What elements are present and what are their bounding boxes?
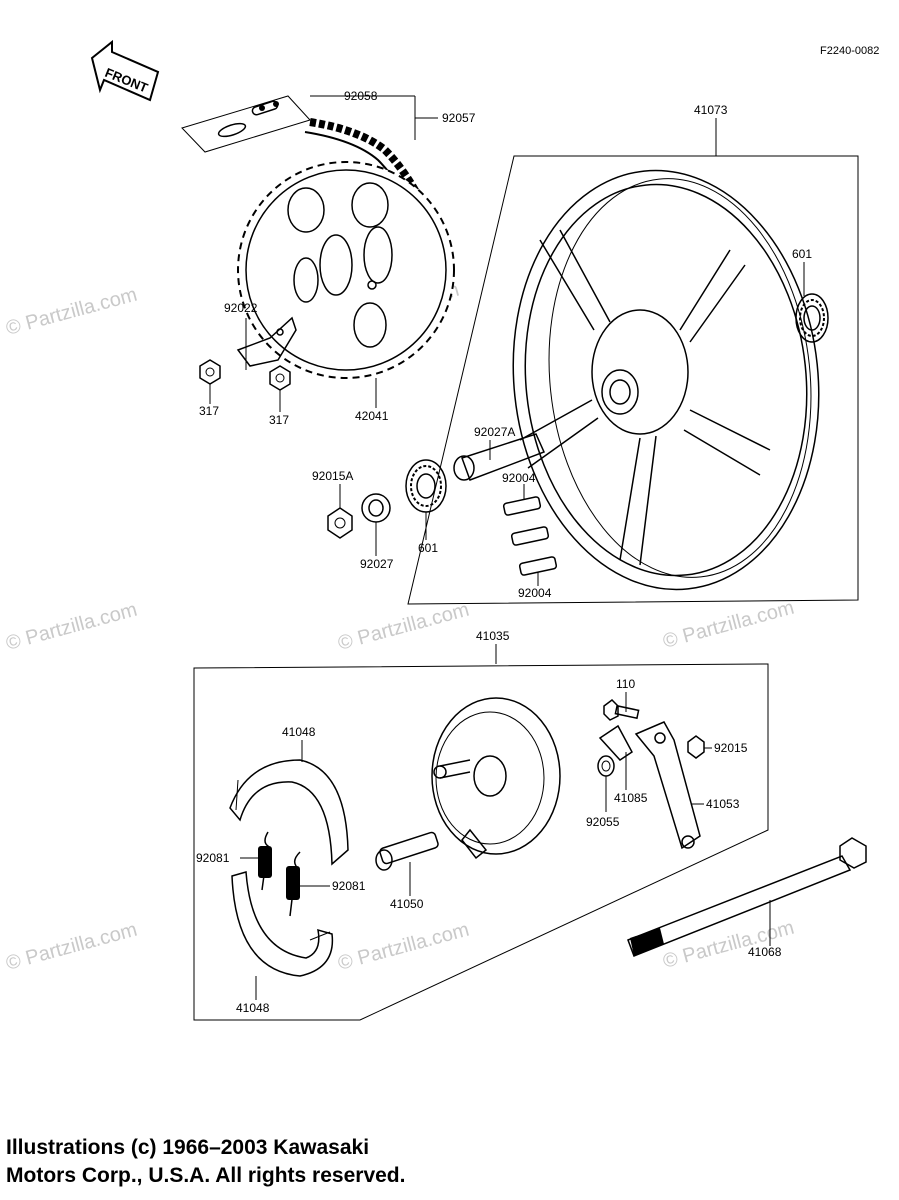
part-label-41048: 41048 — [236, 1001, 270, 1015]
watermark-group: © Partzilla.com © Partzilla.com © Partzi… — [4, 279, 797, 975]
wheel-bearing — [795, 293, 829, 343]
part-label-92022: 92022 — [224, 301, 258, 315]
watermark-text: © Partzilla.com — [4, 599, 140, 655]
watermark-text: © Partzilla.com — [4, 919, 140, 975]
figure-code: F2240-0082 — [820, 45, 879, 57]
part-labels: 92058 92057 41073 601 92022 317 317 4204… — [196, 89, 812, 1015]
part-label-601: 601 — [418, 541, 438, 555]
copyright-line-2: Motors Corp., U.S.A. All rights reserved… — [6, 1164, 406, 1187]
part-label-42041: 42041 — [355, 409, 389, 423]
part-label-92015: 92015 — [714, 741, 748, 755]
part-label-41050: 41050 — [390, 897, 424, 911]
wheel-collar-short — [361, 493, 391, 523]
part-label-92004: 92004 — [502, 471, 536, 485]
part-label-92027: 92027 — [360, 557, 394, 571]
watermark-text: © Partzilla.com — [336, 919, 472, 975]
front-arrow-icon: FRONT — [90, 39, 160, 102]
brake-panel — [431, 697, 561, 860]
sprocket-nut — [199, 359, 221, 385]
wheel-stud — [502, 496, 542, 516]
part-label-92081: 92081 — [332, 879, 366, 893]
wear-indicator — [598, 724, 633, 761]
part-label-92058: 92058 — [344, 89, 378, 103]
rear-axle — [627, 837, 867, 957]
copyright-line-1: Illustrations (c) 1966–2003 Kawasaki — [6, 1136, 370, 1159]
part-label-601: 601 — [792, 247, 812, 261]
brake-shoe — [231, 871, 334, 977]
lock-plate — [236, 316, 297, 367]
brake-bolt — [603, 699, 640, 721]
part-label-41053: 41053 — [706, 797, 740, 811]
brake-cam — [375, 831, 439, 871]
part-label-92015A: 92015A — [312, 469, 353, 483]
lever-nut — [687, 735, 705, 759]
part-label-110: 110 — [616, 677, 635, 691]
part-label-92057: 92057 — [442, 111, 476, 125]
watermark-text: © Partzilla.com — [661, 597, 797, 653]
leader-lines — [209, 95, 805, 1000]
part-label-41035: 41035 — [476, 629, 510, 643]
brake-shoe — [229, 759, 349, 866]
part-label-92055: 92055 — [586, 815, 620, 829]
rear-sprocket — [237, 161, 455, 379]
part-label-92027A: 92027A — [474, 425, 515, 439]
part-label-41068: 41068 — [748, 945, 782, 959]
wheel-bearing — [405, 459, 447, 513]
wheel-collar-long — [453, 433, 546, 481]
chain-link-kit — [181, 95, 416, 153]
rear-wheel — [512, 169, 820, 591]
part-label-317: 317 — [269, 413, 289, 427]
watermark-text: © Partzilla.com — [4, 284, 140, 340]
cam-washer — [597, 755, 615, 777]
watermark-text: © Partzilla.com — [336, 599, 472, 655]
brake-spring — [286, 851, 301, 917]
part-label-41073: 41073 — [694, 103, 728, 117]
sprocket-nut — [269, 365, 291, 391]
part-label-41048: 41048 — [282, 725, 316, 739]
part-label-92004: 92004 — [518, 586, 552, 600]
wheel-stud — [510, 526, 550, 546]
part-label-92081: 92081 — [196, 851, 230, 865]
brake-lever — [634, 721, 701, 850]
part-label-317: 317 — [199, 404, 219, 418]
brake-spring — [258, 831, 272, 891]
axle-nut — [327, 507, 353, 539]
part-label-41085: 41085 — [614, 791, 648, 805]
wheel-stud — [518, 556, 558, 576]
